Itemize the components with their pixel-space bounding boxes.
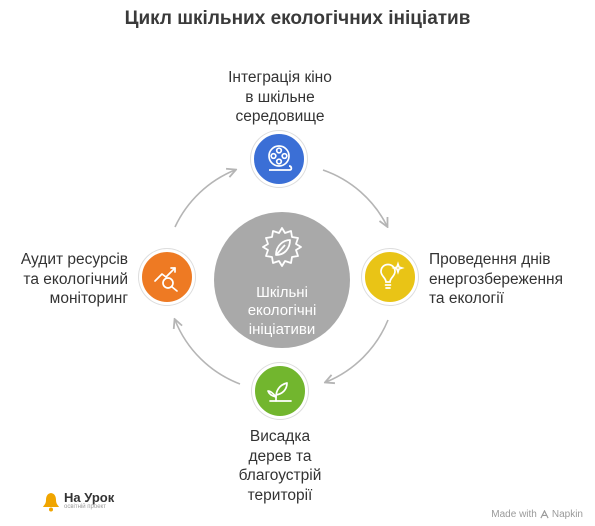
step-label-line: Аудит ресурсів xyxy=(20,251,128,268)
lightbulb-icon xyxy=(380,261,405,289)
step-label-line: в шкільне xyxy=(245,88,315,106)
step-label-line: середовище xyxy=(235,108,325,126)
sprout-icon xyxy=(267,382,292,402)
arrow-top-left xyxy=(174,170,235,228)
center-label: Шкільні екологічні ініціативи xyxy=(214,284,350,339)
logo-subtitle: освітній проект xyxy=(64,503,106,510)
center-circle: Шкільні екологічні ініціативи xyxy=(214,212,350,348)
center-label-line: екологічні xyxy=(247,302,317,320)
step-label-energy: Проведення днів енергозбереження та екол… xyxy=(429,250,589,309)
arrow-top-right xyxy=(322,169,387,226)
step-node-trees xyxy=(252,363,308,419)
napkin-icon xyxy=(540,510,549,519)
step-label-line: території xyxy=(247,487,313,505)
center-label-line: Шкільні xyxy=(256,284,308,301)
step-label-audit: Аудит ресурсів та екологічний моніторинг xyxy=(4,250,128,309)
napkin-credit: Made with Napkin xyxy=(491,509,583,520)
step-label-line: Проведення днів xyxy=(429,251,551,268)
credit-text: Made with xyxy=(491,509,537,520)
bell-icon xyxy=(43,491,59,512)
step-label-line: моніторинг xyxy=(49,290,128,308)
step-node-energy xyxy=(362,249,418,305)
step-label-line: благоустрій xyxy=(238,467,322,485)
gear-leaf-icon xyxy=(262,227,302,267)
step-node-audit xyxy=(139,249,195,305)
arrow-bottom-right xyxy=(326,319,389,382)
step-label-line: та екологічний xyxy=(23,270,128,288)
film-reel-icon xyxy=(268,145,293,171)
step-label-line: енергозбереження xyxy=(429,270,564,288)
step-node-film xyxy=(251,131,307,187)
logo-name: На Урок xyxy=(64,489,115,505)
na-urok-logo: На Урок освітній проект xyxy=(42,490,114,512)
credit-brand: Napkin xyxy=(551,509,583,520)
diagram-title: Цикл шкільних екологічних ініціатив xyxy=(124,8,471,29)
arrow-bottom-left xyxy=(175,320,241,385)
step-label-film: Інтеграція кіно в шкільне середовище xyxy=(210,68,350,127)
chart-magnifier-icon xyxy=(154,267,178,292)
step-label-line: Інтеграція кіно xyxy=(228,69,332,86)
center-label-line: ініціативи xyxy=(248,320,316,338)
step-label-line: дерев та xyxy=(248,447,312,465)
step-label-line: Висадка xyxy=(249,428,311,445)
step-label-line: та екології xyxy=(429,290,504,308)
step-label-trees: Висадка дерев та благоустрій території xyxy=(210,427,350,506)
